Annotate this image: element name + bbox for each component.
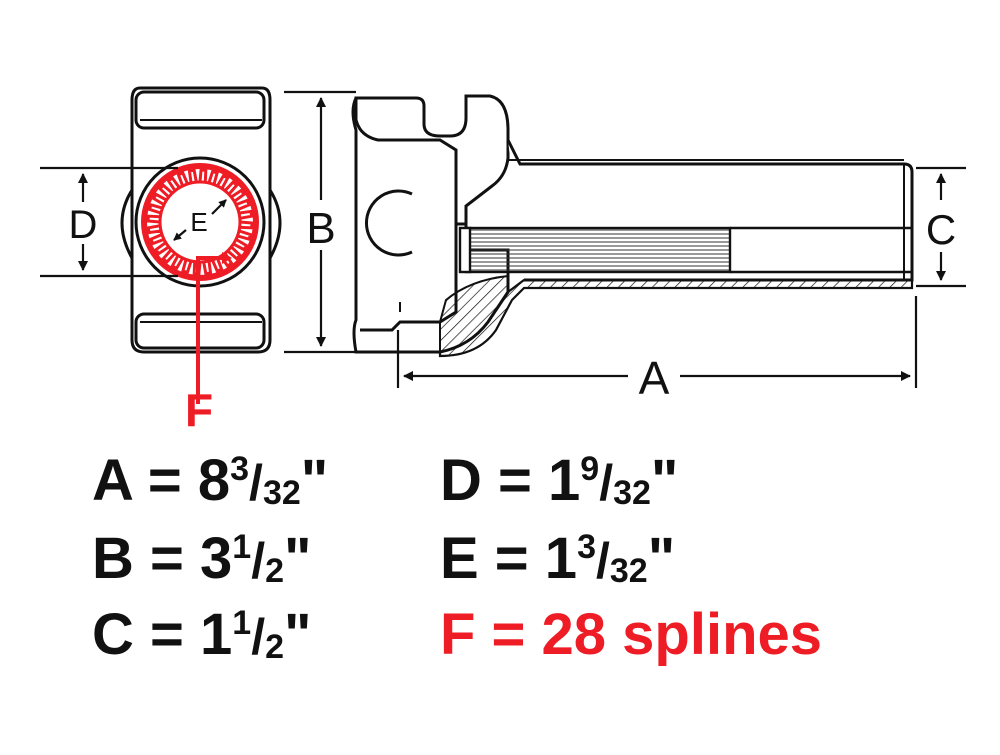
dimension-d: D bbox=[40, 166, 178, 278]
spec-d: D = 19/32" bbox=[440, 448, 679, 513]
end-view-top-ear bbox=[134, 90, 266, 130]
spec-f: F = 28 splines bbox=[440, 602, 823, 667]
label-e: E bbox=[190, 207, 207, 237]
snap-ring bbox=[364, 189, 413, 257]
label-c: C bbox=[926, 206, 956, 253]
spec-e: E = 13/32" bbox=[440, 526, 676, 591]
dimension-f: F bbox=[185, 252, 232, 436]
spec-b: B = 31/2" bbox=[92, 526, 312, 591]
label-f: F bbox=[185, 384, 213, 436]
dimension-b: B bbox=[284, 90, 356, 354]
yoke-side-view bbox=[351, 94, 914, 358]
label-b: B bbox=[306, 204, 335, 253]
label-a: A bbox=[639, 352, 670, 404]
yoke-top-arm bbox=[354, 94, 510, 226]
dimension-a: A bbox=[396, 296, 918, 404]
dimension-c: C bbox=[916, 166, 966, 288]
dimension-e: E bbox=[173, 199, 227, 241]
spline-ring bbox=[141, 163, 259, 281]
label-d: D bbox=[69, 203, 98, 247]
hatched-section bbox=[438, 278, 914, 358]
spec-c: C = 11/2" bbox=[92, 602, 312, 667]
spline-section bbox=[464, 226, 732, 274]
spec-a: A = 83/32" bbox=[92, 448, 329, 513]
